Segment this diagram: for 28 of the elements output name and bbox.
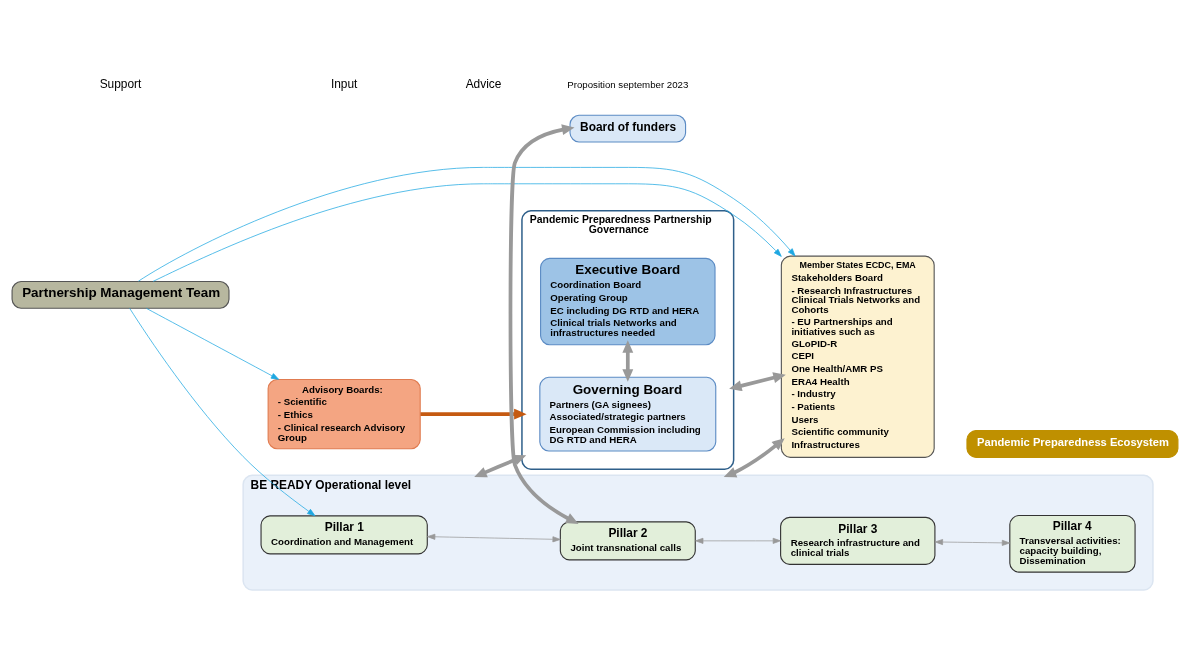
arrow — [145, 307, 280, 380]
arrow — [474, 454, 527, 478]
label: Proposition september 2023 — [567, 78, 689, 90]
node-box: Pillar 2 Joint transnational calls — [559, 521, 696, 561]
legend-label: Support — [99, 77, 142, 92]
node-box: Pandemic Preparedness Ecosystem — [966, 429, 1179, 458]
legend-label: Advice — [465, 77, 502, 92]
node-box: Pillar 3 Research infrastructure and clinical trials — [780, 516, 936, 565]
arrow — [695, 537, 781, 544]
arrow — [723, 438, 785, 478]
node-box: Pillar 4 Transversal activities: capacity building, Dissemination — [1009, 514, 1136, 573]
node-box: Member States ECDC, EMA Stakeholders Board - Research Infrastructures Clinical Trials Networks and Cohorts - EU Partnerships and initiatives such as GLoPID-R CEPI One Health/AMR PS ERA4 Health - Industry - Patients Users Scientific community Infrastructures — [780, 255, 935, 458]
node-box: Advisory Boards: - Scientific - Ethics - Clinical research Advisory Group — [267, 378, 421, 450]
arrow — [427, 533, 561, 543]
node-box: Partnership Management Team — [11, 280, 230, 309]
arrow — [729, 372, 786, 392]
arrow — [934, 539, 1011, 546]
arrow — [420, 408, 527, 420]
arrow — [152, 183, 782, 282]
arrow — [622, 340, 634, 382]
node-box: Governing Board Partners (GA signees) Associated/strategic partners European Commission including DG RTD and HERA — [539, 376, 717, 452]
node-box: Pillar 1 Coordination and Management — [260, 515, 428, 555]
node-box: Board of funders — [569, 114, 687, 143]
arrow — [508, 124, 579, 524]
arrow — [129, 308, 316, 517]
node-box: Executive Board Coordination Board Operating Group EC including DG RTD and HERA Clinical trials Networks and infrastructures needed — [540, 257, 716, 346]
arrow — [137, 167, 796, 282]
legend-label: Input — [330, 77, 358, 92]
